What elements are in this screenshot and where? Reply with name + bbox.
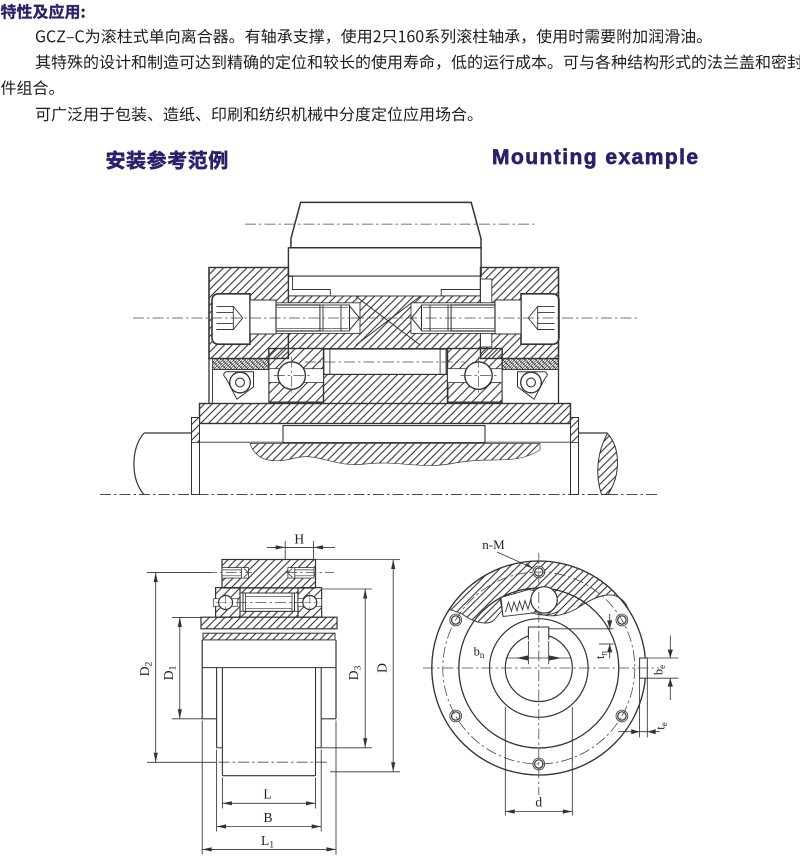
svg-text:L1: L1 (261, 833, 274, 851)
svg-text:te: te (654, 722, 670, 729)
svg-text:H: H (294, 532, 304, 547)
svg-text:be: be (652, 665, 668, 675)
svg-text:D2: D2 (137, 662, 155, 677)
svg-text:L: L (263, 787, 271, 802)
svg-text:D: D (375, 663, 390, 673)
svg-text:B: B (263, 810, 272, 825)
svg-text:d: d (535, 795, 542, 810)
svg-text:n-M: n-M (482, 537, 505, 552)
svg-text:D1: D1 (161, 666, 179, 681)
svg-text:bn: bn (474, 645, 485, 661)
svg-text:tn: tn (593, 651, 609, 659)
svg-text:D3: D3 (346, 666, 364, 681)
